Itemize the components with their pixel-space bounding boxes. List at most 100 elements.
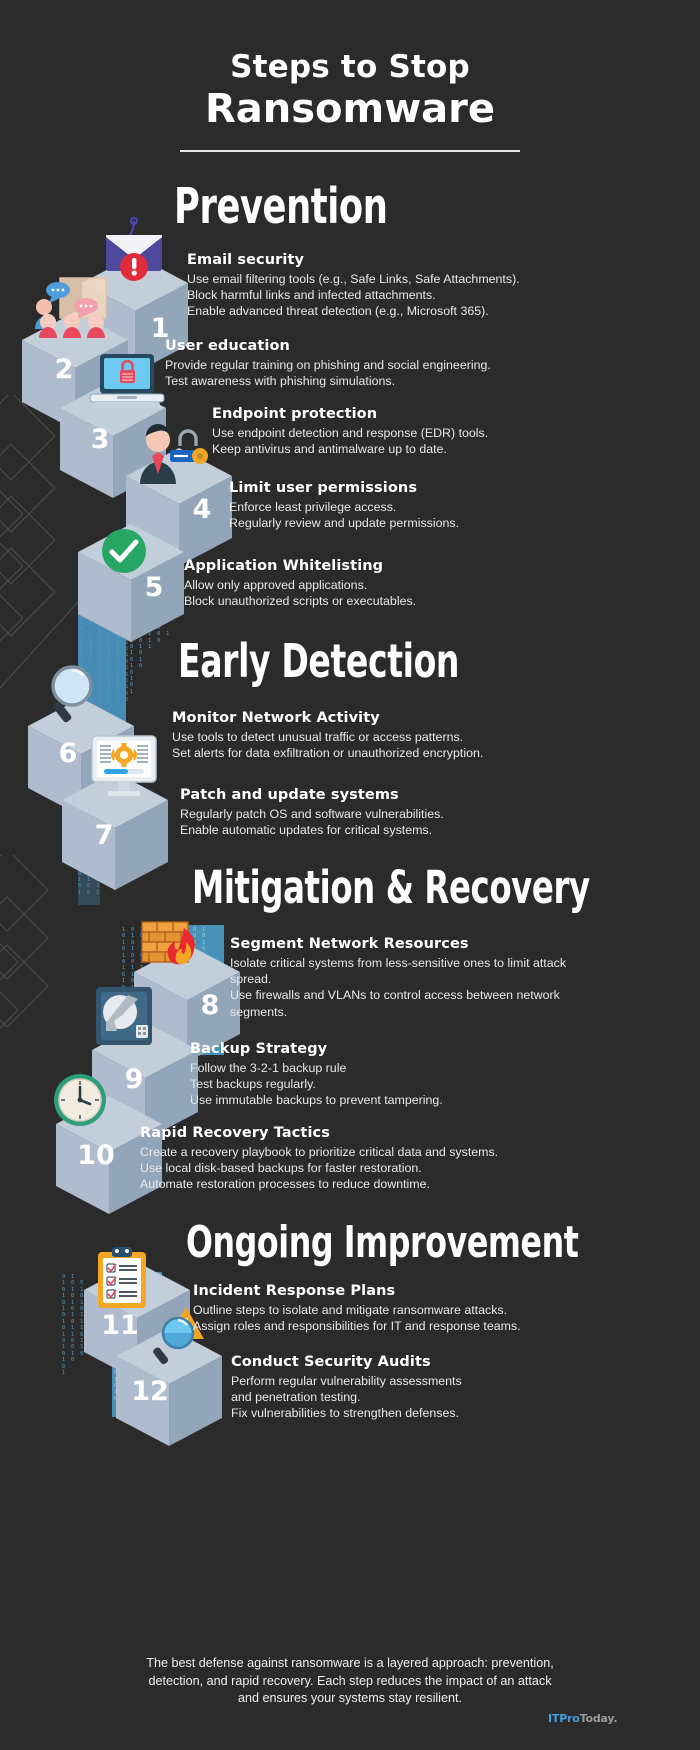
step-lines-4: Enforce least privilege access. Regularl… (229, 499, 459, 531)
step-line: Automate restoration processes to reduce… (140, 1177, 430, 1192)
step-text-1: Email security Use email filtering tools… (187, 252, 520, 320)
step-lines-12: Perform regular vulnerability assessment… (231, 1373, 462, 1422)
step-lines-3: Use endpoint detection and response (EDR… (212, 425, 488, 457)
step-number-7: 7 (94, 820, 114, 851)
step-text-5: Application Whitelisting Allow only appr… (184, 558, 416, 609)
step-title-3: Endpoint protection (212, 406, 378, 422)
step-text-2: User education Provide regular training … (165, 338, 491, 389)
magnifier-icon (44, 662, 106, 724)
section-heading-early-detection: Early Detection (178, 634, 460, 688)
page-header: Steps to Stop Ransomware (0, 49, 700, 153)
step-lines-7: Regularly patch OS and software vulnerab… (180, 806, 444, 838)
step-title-9: Backup Strategy (190, 1041, 328, 1057)
step-line: and penetration testing. (231, 1390, 361, 1405)
step-title-8: Segment Network Resources (230, 936, 469, 952)
title-divider (180, 150, 520, 153)
step-line: Test backups regularly. (190, 1077, 316, 1092)
step-line: Set alerts for data exfiltration or unau… (172, 746, 484, 761)
itprotoday-logo: ITProToday. (548, 1712, 618, 1725)
logo-primary: ITPro (548, 1712, 580, 1725)
step-line: Use local disk-based backups for faster … (140, 1161, 422, 1176)
step-line: Outline steps to isolate and mitigate ra… (193, 1303, 508, 1317)
step-lines-10: Create a recovery playbook to prioritize… (140, 1144, 498, 1193)
step-title-2: User education (165, 338, 290, 354)
step-line: Isolate critical systems from less-sensi… (230, 956, 567, 987)
step-lines-1: Use email filtering tools (e.g., Safe Li… (187, 271, 520, 320)
footer-line: The best defense against ransomware is a… (146, 1656, 554, 1670)
step-line: Enforce least privilege access. (229, 500, 397, 514)
footer-line: detection, and rapid recovery. Each step… (148, 1673, 552, 1688)
step-title-12: Conduct Security Audits (231, 1354, 431, 1370)
step-line: Assign roles and responsibilities for IT… (193, 1319, 521, 1334)
footer: The best defense against ransomware is a… (0, 1655, 700, 1708)
section-heading-mitigation: Mitigation & Recovery (192, 861, 590, 914)
logo-secondary: Today. (579, 1712, 618, 1725)
step-number-8: 8 (200, 990, 220, 1021)
step-text-12: Conduct Security Audits Perform regular … (231, 1354, 462, 1422)
laptop-lock-icon (88, 352, 166, 412)
page-title-small: Steps to Stop (230, 49, 470, 85)
step-line: Enable automatic updates for critical sy… (180, 823, 433, 838)
step-title-6: Monitor Network Activity (172, 710, 380, 726)
step-line: Block unauthorized scripts or executable… (184, 594, 417, 609)
step-line: Keep antivirus and antimalware up to dat… (212, 442, 447, 457)
step-number-1: 1 (150, 313, 170, 344)
user-key-icon (136, 422, 212, 488)
step-title-7: Patch and update systems (180, 787, 399, 803)
green-check-icon (100, 527, 148, 575)
step-lines-9: Follow the 3-2-1 backup rule Test backup… (190, 1060, 443, 1109)
step-text-6: Monitor Network Activity Use tools to de… (172, 710, 483, 761)
step-line: Regularly patch OS and software vulnerab… (180, 807, 444, 821)
step-number-6: 6 (58, 738, 78, 769)
step-line: Use firewalls and VLANs to control acces… (230, 988, 560, 1019)
step-text-3: Endpoint protection Use endpoint detecti… (212, 406, 488, 457)
step-text-7: Patch and update systems Regularly patch… (180, 787, 444, 838)
step-line: Block harmful links and infected attachm… (187, 288, 436, 303)
step-text-10: Rapid Recovery Tactics Create a recovery… (140, 1125, 498, 1193)
footer-summary: The best defense against ransomware is a… (0, 1655, 700, 1708)
step-lines-11: Outline steps to isolate and mitigate ra… (193, 1302, 521, 1334)
step-text-4: Limit user permissions Enforce least pri… (229, 480, 459, 531)
step-title-11: Incident Response Plans (193, 1283, 396, 1299)
email-phishing-icon (98, 217, 172, 287)
audit-magnifier-icon (148, 1305, 210, 1365)
step-line: Perform regular vulnerability assessment… (231, 1374, 462, 1388)
step-cube-7: 7 (62, 772, 168, 894)
step-line: Test awareness with phishing simulations… (165, 374, 396, 389)
step-line: Use endpoint detection and response (EDR… (212, 426, 489, 440)
step-line: Use immutable backups to prevent tamperi… (190, 1093, 443, 1108)
step-line: Regularly review and update permissions. (229, 516, 460, 531)
step-title-5: Application Whitelisting (184, 558, 384, 574)
step-number-5: 5 (144, 572, 164, 603)
firewall-icon (140, 920, 206, 976)
step-line: Use email filtering tools (e.g., Safe Li… (187, 272, 520, 286)
step-line: Create a recovery playbook to prioritize… (140, 1145, 499, 1159)
step-text-8: Segment Network Resources Isolate critic… (230, 936, 578, 1020)
step-text-11: Incident Response Plans Outline steps to… (193, 1283, 521, 1334)
step-title-1: Email security (187, 252, 305, 268)
footer-line: and ensures your systems stay resilient. (238, 1691, 462, 1705)
step-number-10: 10 (77, 1140, 115, 1171)
training-group-icon (34, 276, 116, 338)
step-lines-8: Isolate critical systems from less-sensi… (230, 955, 578, 1020)
step-number-2: 2 (54, 354, 74, 385)
step-line: Enable advanced threat detection (e.g., … (187, 304, 489, 319)
step-title-4: Limit user permissions (229, 480, 418, 496)
step-number-11: 11 (101, 1310, 139, 1341)
step-line: Fix vulnerabilities to strengthen defens… (231, 1406, 459, 1421)
monitor-gear-icon (86, 734, 162, 800)
step-number-3: 3 (90, 424, 110, 455)
step-line: Follow the 3-2-1 backup rule (190, 1061, 347, 1075)
step-lines-6: Use tools to detect unusual traffic or a… (172, 729, 483, 761)
step-number-12: 12 (131, 1376, 169, 1407)
step-line: Use tools to detect unusual traffic or a… (172, 730, 464, 744)
step-text-9: Backup Strategy Follow the 3-2-1 backup … (190, 1041, 443, 1109)
section-heading-ongoing: Ongoing Improvement (186, 1217, 579, 1268)
step-line: Allow only approved applications. (184, 578, 368, 592)
clipboard-checklist-icon (96, 1245, 148, 1309)
step-number-4: 4 (192, 494, 212, 525)
section-heading-prevention: Prevention (174, 178, 388, 235)
clock-icon (52, 1072, 108, 1128)
step-line: Provide regular training on phishing and… (165, 358, 491, 372)
